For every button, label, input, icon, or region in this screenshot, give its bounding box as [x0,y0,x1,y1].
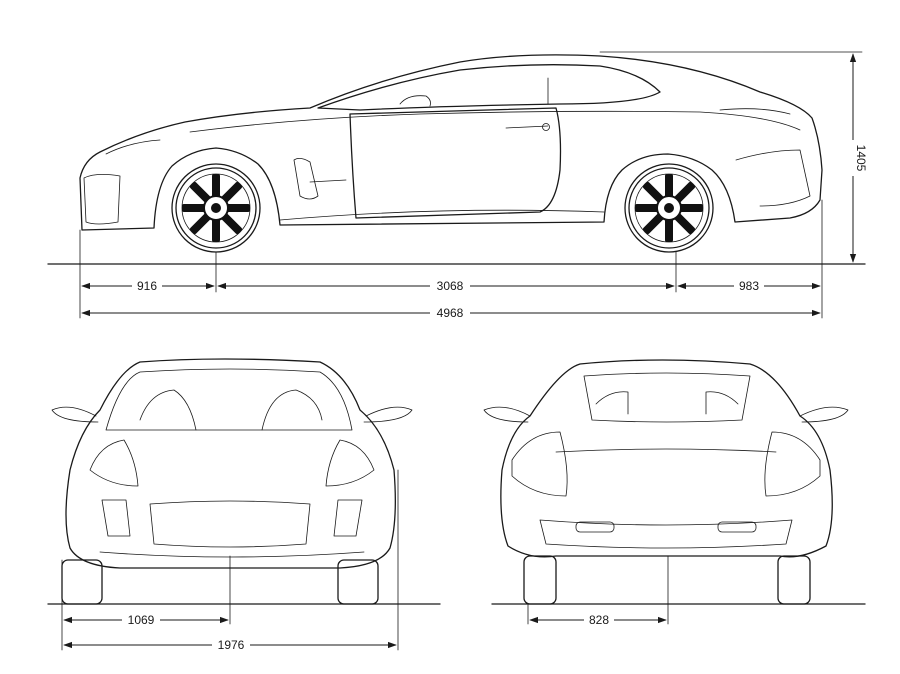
rear-mirror-left [483,406,531,423]
sill-line [279,209,605,221]
dim-front-overhang: 916 [137,279,157,293]
taillight-right [764,431,821,497]
rear-body-outline [500,359,833,558]
side-vent [293,158,319,200]
side-body-outline [79,54,823,231]
rear-seat-left [595,391,629,415]
dim-wheelbase: 3068 [437,279,464,293]
rear-seat-right [705,391,739,415]
front-splitter [99,551,365,558]
side-view: 916 3068 983 4968 1405 [47,51,868,320]
exhaust-left-icon [575,521,615,533]
rear-window [583,372,751,423]
exhaust-right-icon [717,521,757,533]
dim-height: 1405 [854,145,868,172]
front-left-tire [61,559,103,605]
dim-rear-overhang: 983 [739,279,759,293]
side-mirror [399,95,431,107]
seat-left [139,389,197,431]
headlight-right [325,439,375,487]
rear-view: 828 [483,359,866,627]
front-view: 1069 1976 [47,358,441,652]
door-lock-icon [542,123,550,131]
side-door [349,107,562,219]
front-right-tire [337,559,379,605]
rear-left-tire [523,555,557,605]
rear-panel [735,149,811,207]
seat-right [261,389,323,431]
intake-left [101,499,131,537]
rear-wheel [624,163,714,253]
rear-mirror-right [799,406,849,423]
rear-right-tire [777,555,811,605]
dim-overall-width: 1976 [218,638,245,652]
front-wheel [171,163,261,253]
front-intake [83,174,121,225]
front-grille [149,500,311,548]
rear-spoiler [719,108,791,115]
shoulder-line [189,110,801,133]
dim-overall-length: 4968 [437,306,464,320]
headlight [105,139,161,155]
rear-diffuser [539,519,793,549]
door-handle [505,125,549,129]
dim-rear-track: 828 [589,613,609,627]
front-mirror-right [363,406,413,423]
front-body-outline [65,358,396,569]
headlight-left [89,439,139,487]
taillight-left [511,431,568,497]
dim-front-half-track: 1069 [128,613,155,627]
front-windshield [105,368,353,431]
side-crease [309,179,347,183]
rear-deck-line [555,448,777,453]
intake-right [333,499,363,537]
front-mirror-left [51,406,99,423]
side-window [317,64,661,111]
